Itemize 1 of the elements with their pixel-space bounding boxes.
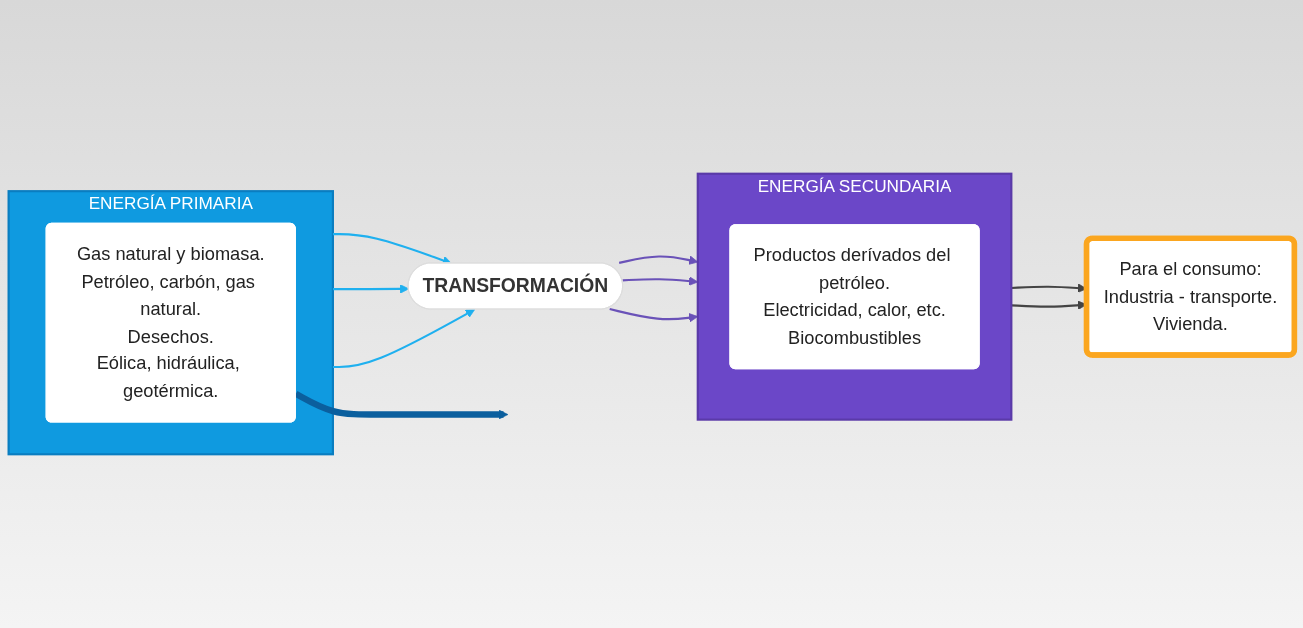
arrow: [332, 309, 476, 369]
